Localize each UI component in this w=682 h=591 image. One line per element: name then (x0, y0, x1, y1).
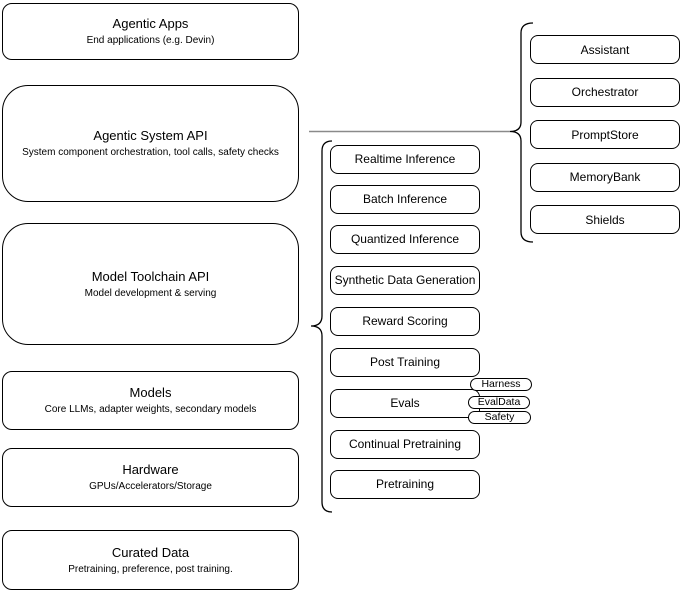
box-synthetic-data-generation-label: Synthetic Data Generation (334, 273, 476, 288)
box-continual-pretraining: Continual Pretraining (330, 430, 480, 459)
box-hardware: Hardware GPUs/Accelerators/Storage (2, 448, 299, 507)
box-realtime-inference: Realtime Inference (330, 145, 480, 174)
box-assistant: Assistant (530, 35, 680, 64)
box-assistant-label: Assistant (580, 42, 630, 57)
box-continual-pretraining-label: Continual Pretraining (348, 437, 462, 452)
box-quantized-inference: Quantized Inference (330, 225, 480, 254)
box-promptstore: PromptStore (530, 120, 680, 149)
box-model-toolchain-api: Model Toolchain API Model development & … (2, 223, 299, 345)
tag-safety-label: Safety (484, 411, 515, 423)
box-memorybank: MemoryBank (530, 162, 680, 192)
tag-harness: Harness (470, 378, 532, 391)
box-models-title: Models (129, 385, 172, 400)
box-promptstore-label: PromptStore (571, 127, 639, 142)
box-models-subtitle: Core LLMs, adapter weights, secondary mo… (44, 404, 257, 415)
tag-evaldata-label: EvalData (477, 395, 521, 408)
box-pretraining-label: Pretraining (375, 477, 435, 492)
box-hardware-title: Hardware (122, 462, 179, 477)
box-agentic-apps-title: Agentic Apps (112, 16, 189, 31)
box-evals: Evals (330, 389, 480, 418)
box-shields: Shields (530, 205, 680, 234)
box-pretraining: Pretraining (330, 470, 480, 499)
box-orchestrator-label: Orchestrator (571, 85, 639, 99)
box-agentic-system-api: Agentic System API System component orch… (2, 85, 299, 202)
box-model-toolchain-api-title: Model Toolchain API (91, 268, 210, 284)
tag-evaldata: EvalData (468, 395, 530, 409)
box-models: Models Core LLMs, adapter weights, secon… (2, 371, 299, 430)
curly-brace-middle-column (310, 140, 333, 513)
box-post-training: Post Training (330, 348, 480, 377)
box-agentic-apps-subtitle: End applications (e.g. Devin) (86, 35, 215, 46)
box-orchestrator: Orchestrator (530, 77, 680, 107)
box-shields-label: Shields (585, 212, 625, 227)
box-realtime-inference-label: Realtime Inference (354, 152, 456, 167)
box-curated-data-subtitle: Pretraining, preference, post training. (68, 563, 233, 575)
box-reward-scoring: Reward Scoring (330, 307, 480, 336)
box-agentic-system-api-subtitle: System component orchestration, tool cal… (22, 147, 279, 158)
box-batch-inference: Batch Inference (330, 185, 480, 214)
box-post-training-label: Post Training (369, 355, 441, 370)
box-curated-data: Curated Data Pretraining, preference, po… (2, 530, 299, 590)
box-agentic-system-api-title: Agentic System API (93, 128, 208, 143)
box-hardware-subtitle: GPUs/Accelerators/Storage (89, 481, 212, 492)
box-model-toolchain-api-subtitle: Model development & serving (84, 287, 217, 299)
box-batch-inference-label: Batch Inference (362, 192, 448, 207)
tag-safety: Safety (468, 411, 531, 424)
tag-harness-label: Harness (481, 378, 521, 390)
box-synthetic-data-generation: Synthetic Data Generation (330, 266, 480, 295)
box-agentic-apps: Agentic Apps End applications (e.g. Devi… (2, 3, 299, 60)
box-curated-data-title: Curated Data (111, 544, 190, 560)
box-evals-label: Evals (390, 396, 420, 411)
box-reward-scoring-label: Reward Scoring (362, 314, 448, 329)
box-memorybank-label: MemoryBank (569, 170, 641, 184)
box-quantized-inference-label: Quantized Inference (350, 232, 460, 247)
